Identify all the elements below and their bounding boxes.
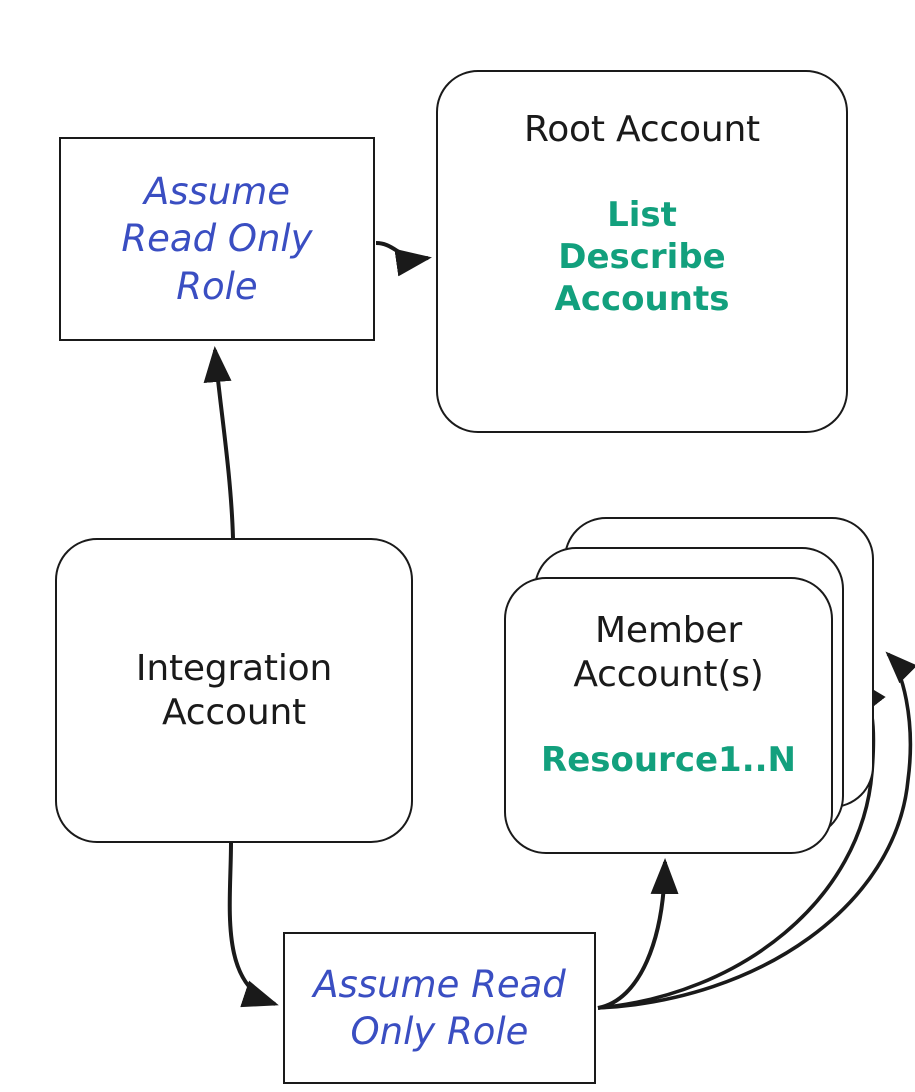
member-accounts-node[interactable]: Member Account(s) Resource1..N [504,577,833,854]
assume-top-line-1: Assume [143,169,291,213]
integration-account-node[interactable]: Integration Account [55,538,413,843]
member-account-title-line-1: Member [595,610,742,651]
root-account-action-1: List [607,194,677,235]
root-account-actions: List Describe Accounts [555,194,730,320]
assume-bottom-line-2: Only Role [350,1010,529,1053]
edge-integration-to-assume-top [203,346,235,539]
assume-top-line-3: Role [176,264,258,308]
member-account-resource-label: Resource1..N [541,739,796,780]
assume-bottom-line-1: Assume Read [313,962,566,1006]
edge-assume-top-to-root-account [375,241,432,277]
member-account-title-line-2: Account(s) [573,653,764,695]
assume-top-line-2: Read Only [121,217,313,261]
member-account-resource-block: Resource1..N [541,739,796,781]
edge-assume-bottom-to-member-front [597,858,679,1010]
root-account-title-block: Root Account [524,108,760,152]
root-account-action-2: Describe [558,237,726,278]
member-account-title-block: Member Account(s) [573,609,763,697]
root-account-title: Root Account [524,109,760,150]
root-account-action-3: Accounts [554,279,730,320]
edge-integration-to-assume-bottom [227,842,279,1008]
assume-read-only-role-bottom-node[interactable]: Assume Read Only Role [283,932,596,1084]
integration-account-title-line-1: Integration [135,647,333,689]
assume-read-only-role-top-node[interactable]: Assume Read Only Role [59,137,375,341]
integration-account-title-line-2: Account [162,691,306,733]
root-account-node[interactable]: Root Account List Describe Accounts [436,70,848,433]
